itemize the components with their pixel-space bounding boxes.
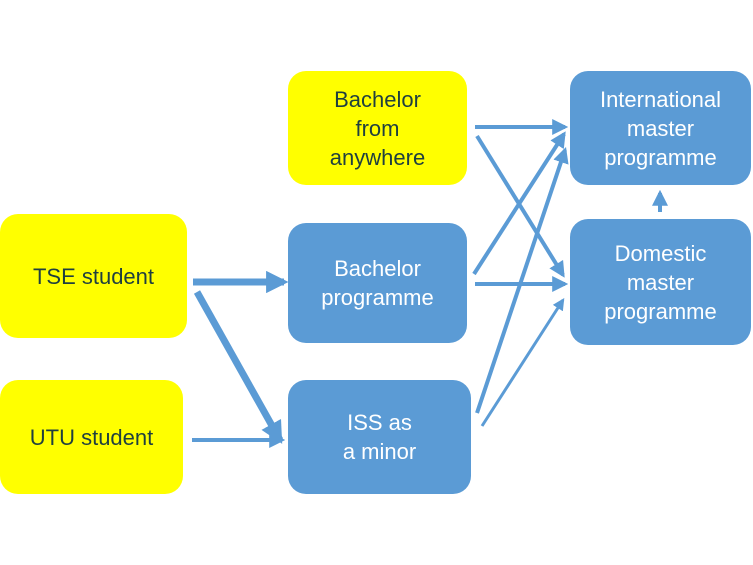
node-label: Bachelor from anywhere (329, 86, 426, 170)
arrow-iss-to-international (475, 146, 569, 414)
node-bachelor-programme: Bachelor programme (288, 223, 467, 343)
node-label: TSE student (32, 263, 155, 289)
node-domestic-master: Domestic master programme (570, 219, 751, 345)
node-bachelor-anywhere: Bachelor from anywhere (288, 71, 467, 185)
arrow-iss-to-domestic (480, 297, 565, 427)
node-label: ISS as a minor (342, 410, 417, 464)
node-label: International master programme (599, 86, 722, 170)
node-label: UTU student (29, 424, 154, 450)
node-iss-minor: ISS as a minor (288, 380, 471, 494)
node-label: Domestic master programme (604, 240, 717, 324)
node-utu-student: UTU student (0, 380, 183, 494)
node-tse-student: TSE student (0, 214, 187, 338)
node-label: Bachelor programme (321, 256, 434, 310)
arrow-bachelor-to-international (472, 131, 566, 276)
node-international-master: International master programme (570, 71, 751, 185)
arrow-tse-to-iss (193, 290, 284, 444)
